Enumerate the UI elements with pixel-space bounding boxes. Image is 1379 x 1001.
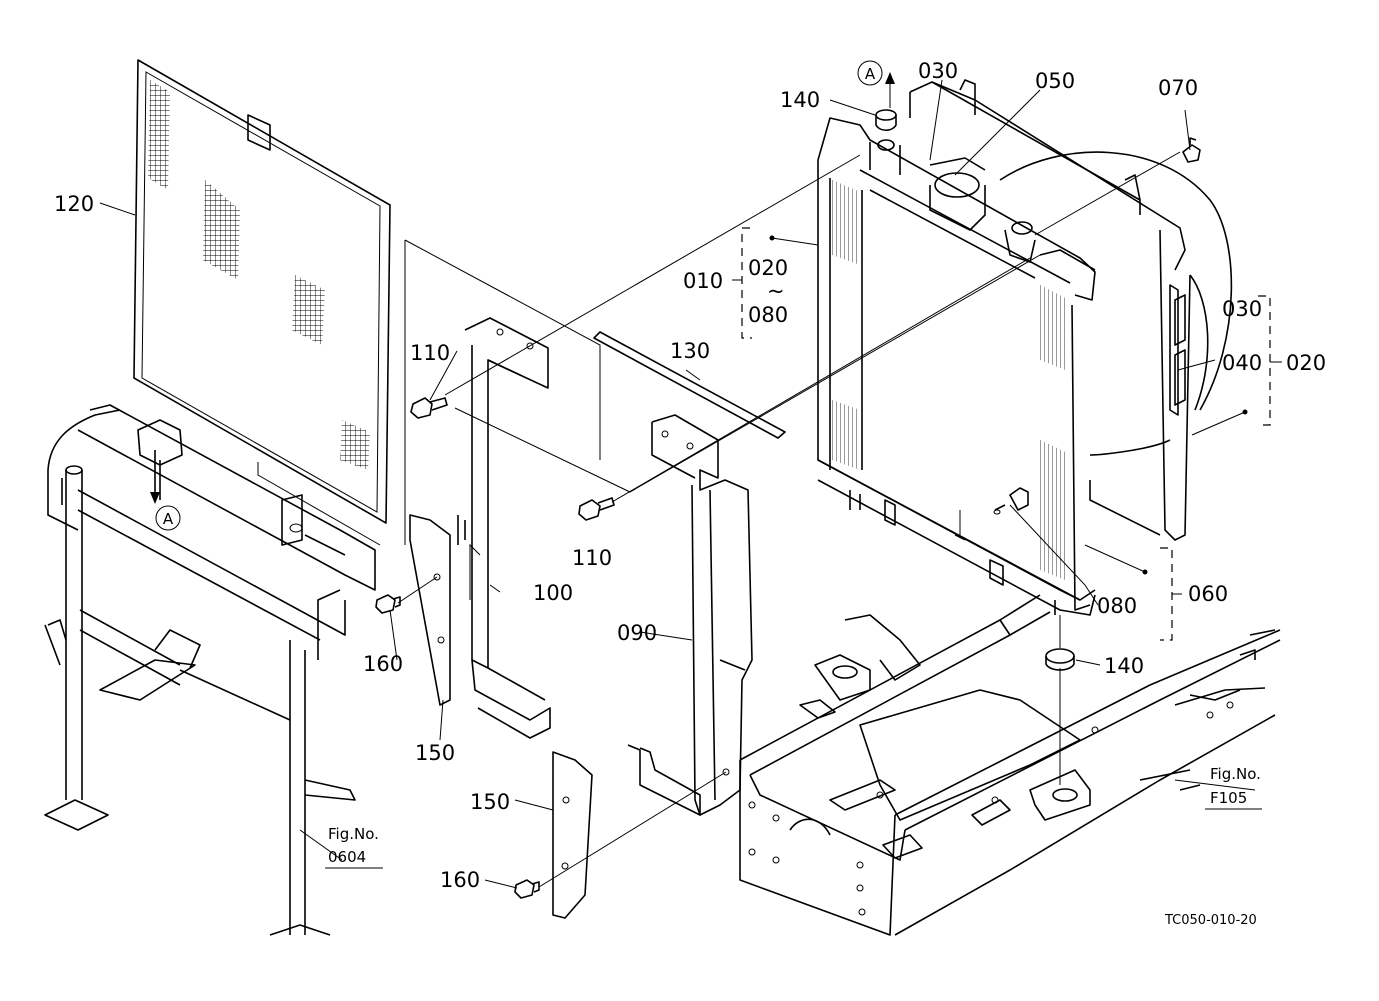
reference-markers: A A: [150, 60, 895, 531]
radiator-part-010: [817, 117, 1096, 616]
label-010: 010: [683, 269, 723, 293]
chassis-frame: [739, 594, 1281, 936]
label-110-lower: 110: [572, 546, 612, 570]
shroud-plate: [404, 239, 601, 545]
label-160-upper: 160: [363, 652, 403, 676]
fig-ref-f105-number: F105: [1210, 789, 1247, 807]
label-020-group: 020: [748, 256, 788, 280]
label-080-group: 080: [748, 303, 788, 327]
left-frame-assembly: [44, 404, 376, 936]
fig-ref-0604-label: Fig.No.: [328, 825, 379, 843]
fig-ref-0604-number: 0604: [328, 848, 366, 866]
label-range-tilde: ~: [767, 279, 785, 303]
figure-references: Fig.No. 0604 Fig.No. F105: [325, 765, 1262, 869]
label-030-right: 030: [1222, 297, 1262, 321]
label-120: 120: [54, 192, 94, 216]
bracket-part-090: [627, 414, 753, 816]
leader-lines: [99, 79, 1256, 889]
label-150-upper: 150: [415, 741, 455, 765]
label-150-lower: 150: [470, 790, 510, 814]
label-140-upper: 140: [780, 88, 820, 112]
marker-a-upper: A: [865, 65, 876, 83]
hardware-parts: [375, 109, 1201, 899]
bracket-part-100: [457, 317, 551, 739]
label-020-right: 020: [1286, 351, 1326, 375]
marker-a-lower: A: [163, 510, 174, 528]
group-brackets: [732, 227, 1282, 641]
label-060: 060: [1188, 582, 1228, 606]
plate-part-150-lower: [552, 751, 593, 919]
label-130: 130: [670, 339, 710, 363]
label-080-lower: 080: [1097, 594, 1137, 618]
label-030-upper: 030: [918, 59, 958, 83]
label-040: 040: [1222, 351, 1262, 375]
label-100: 100: [533, 581, 573, 605]
label-050: 050: [1035, 69, 1075, 93]
plate-part-150-upper: [409, 514, 451, 706]
screen-part-120: [133, 59, 391, 546]
fan-shroud-part-020: [909, 79, 1233, 541]
label-160-lower: 160: [440, 868, 480, 892]
label-070: 070: [1158, 76, 1198, 100]
label-090: 090: [617, 621, 657, 645]
part-labels: 120 110 110 130 100 090 160 150 150 160 …: [54, 59, 1326, 892]
fig-ref-f105-label: Fig.No.: [1210, 765, 1261, 783]
label-140-lower: 140: [1104, 654, 1144, 678]
label-110-upper: 110: [410, 341, 450, 365]
seal-part-130: [593, 331, 786, 439]
drawing-code: TC050-010-20: [1164, 913, 1257, 928]
